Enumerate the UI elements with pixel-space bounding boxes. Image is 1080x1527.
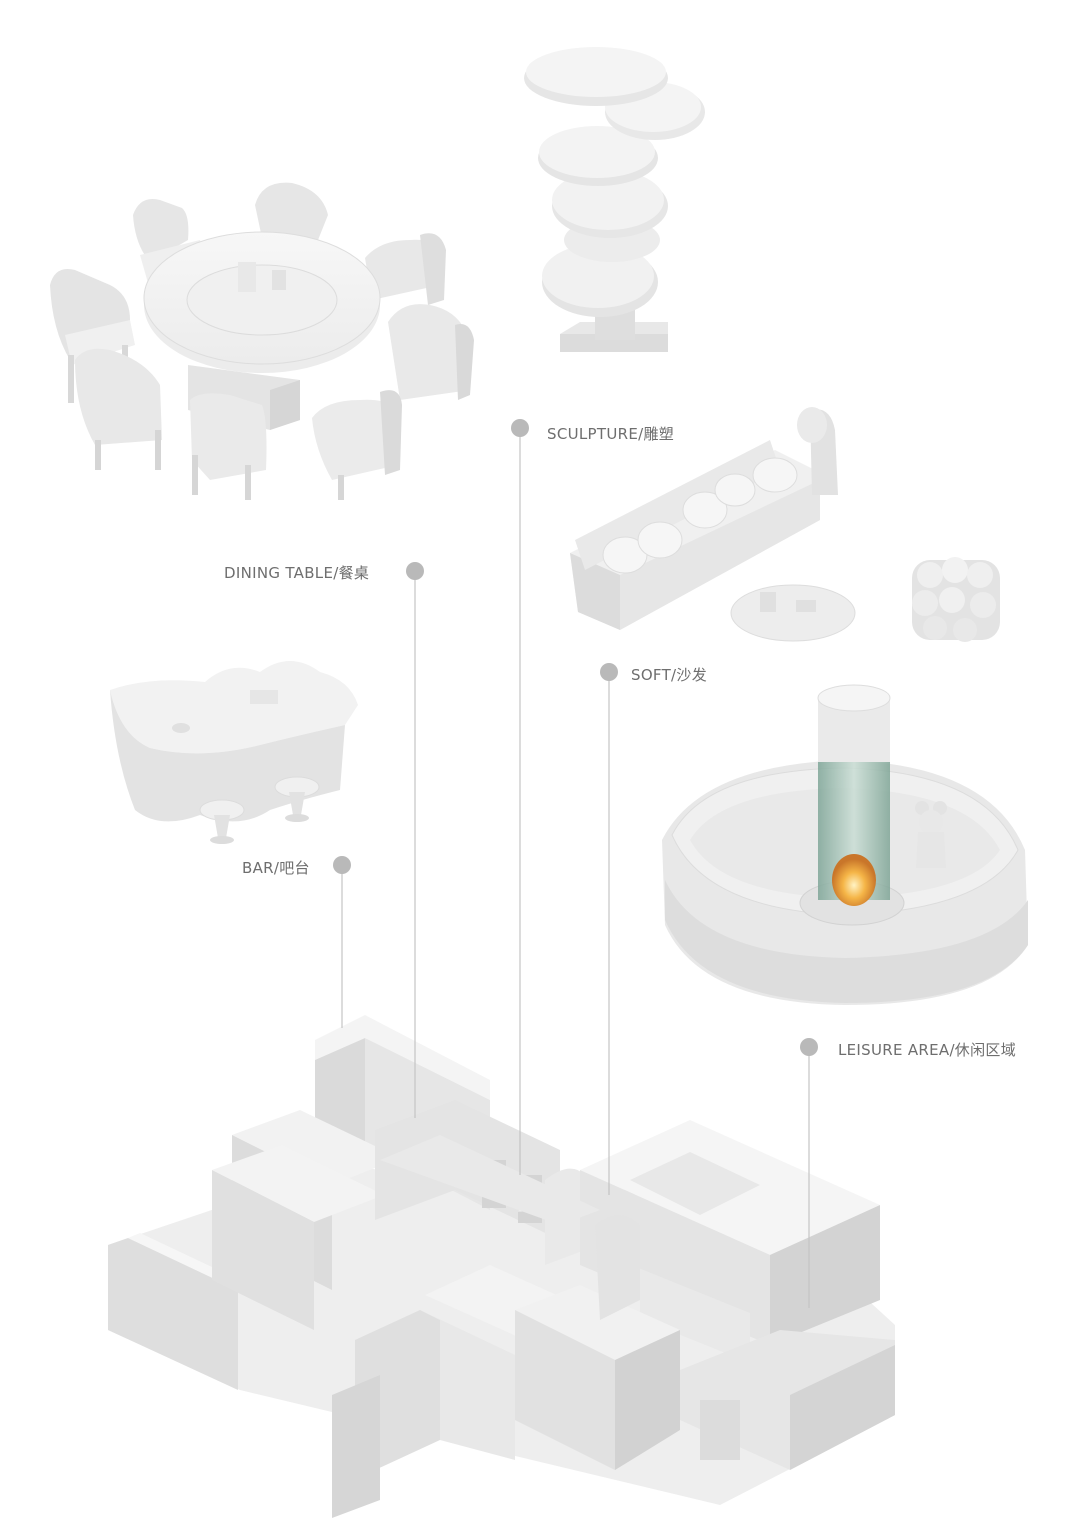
dining-chair bbox=[255, 182, 328, 240]
leisure-area-marker bbox=[800, 1038, 818, 1056]
sofa-model bbox=[570, 407, 1000, 642]
bar-model bbox=[110, 661, 358, 844]
dining-table-label: DINING TABLE/餐桌 bbox=[224, 564, 370, 582]
sculpture-model bbox=[524, 47, 705, 352]
sculpture-label: SCULPTURE/雕塑 bbox=[547, 425, 675, 443]
dining-table-marker bbox=[406, 562, 424, 580]
sculpture-marker bbox=[511, 419, 529, 437]
markers bbox=[333, 419, 818, 1056]
bar-stool bbox=[274, 776, 320, 822]
dining-chair bbox=[365, 233, 446, 305]
leader-lines bbox=[341, 428, 810, 1308]
decor-figure bbox=[915, 801, 947, 868]
dining-chair bbox=[388, 304, 474, 400]
dining-table-model bbox=[50, 182, 474, 500]
dining-chair bbox=[312, 390, 402, 500]
soft-label: SOFT/沙发 bbox=[631, 666, 708, 684]
bar-stool bbox=[199, 799, 245, 844]
leisure-area-label: LEISURE AREA/休闲区域 bbox=[838, 1041, 1017, 1059]
fire-icon bbox=[832, 854, 876, 906]
leisure-area-model bbox=[662, 684, 1028, 1005]
dining-chair bbox=[190, 393, 267, 500]
bar-marker bbox=[333, 856, 351, 874]
dining-chair bbox=[75, 348, 162, 470]
pouf bbox=[912, 557, 1000, 642]
floor-plan-model bbox=[108, 1015, 895, 1518]
soft-marker bbox=[600, 663, 618, 681]
bar-label: BAR/吧台 bbox=[242, 859, 310, 877]
